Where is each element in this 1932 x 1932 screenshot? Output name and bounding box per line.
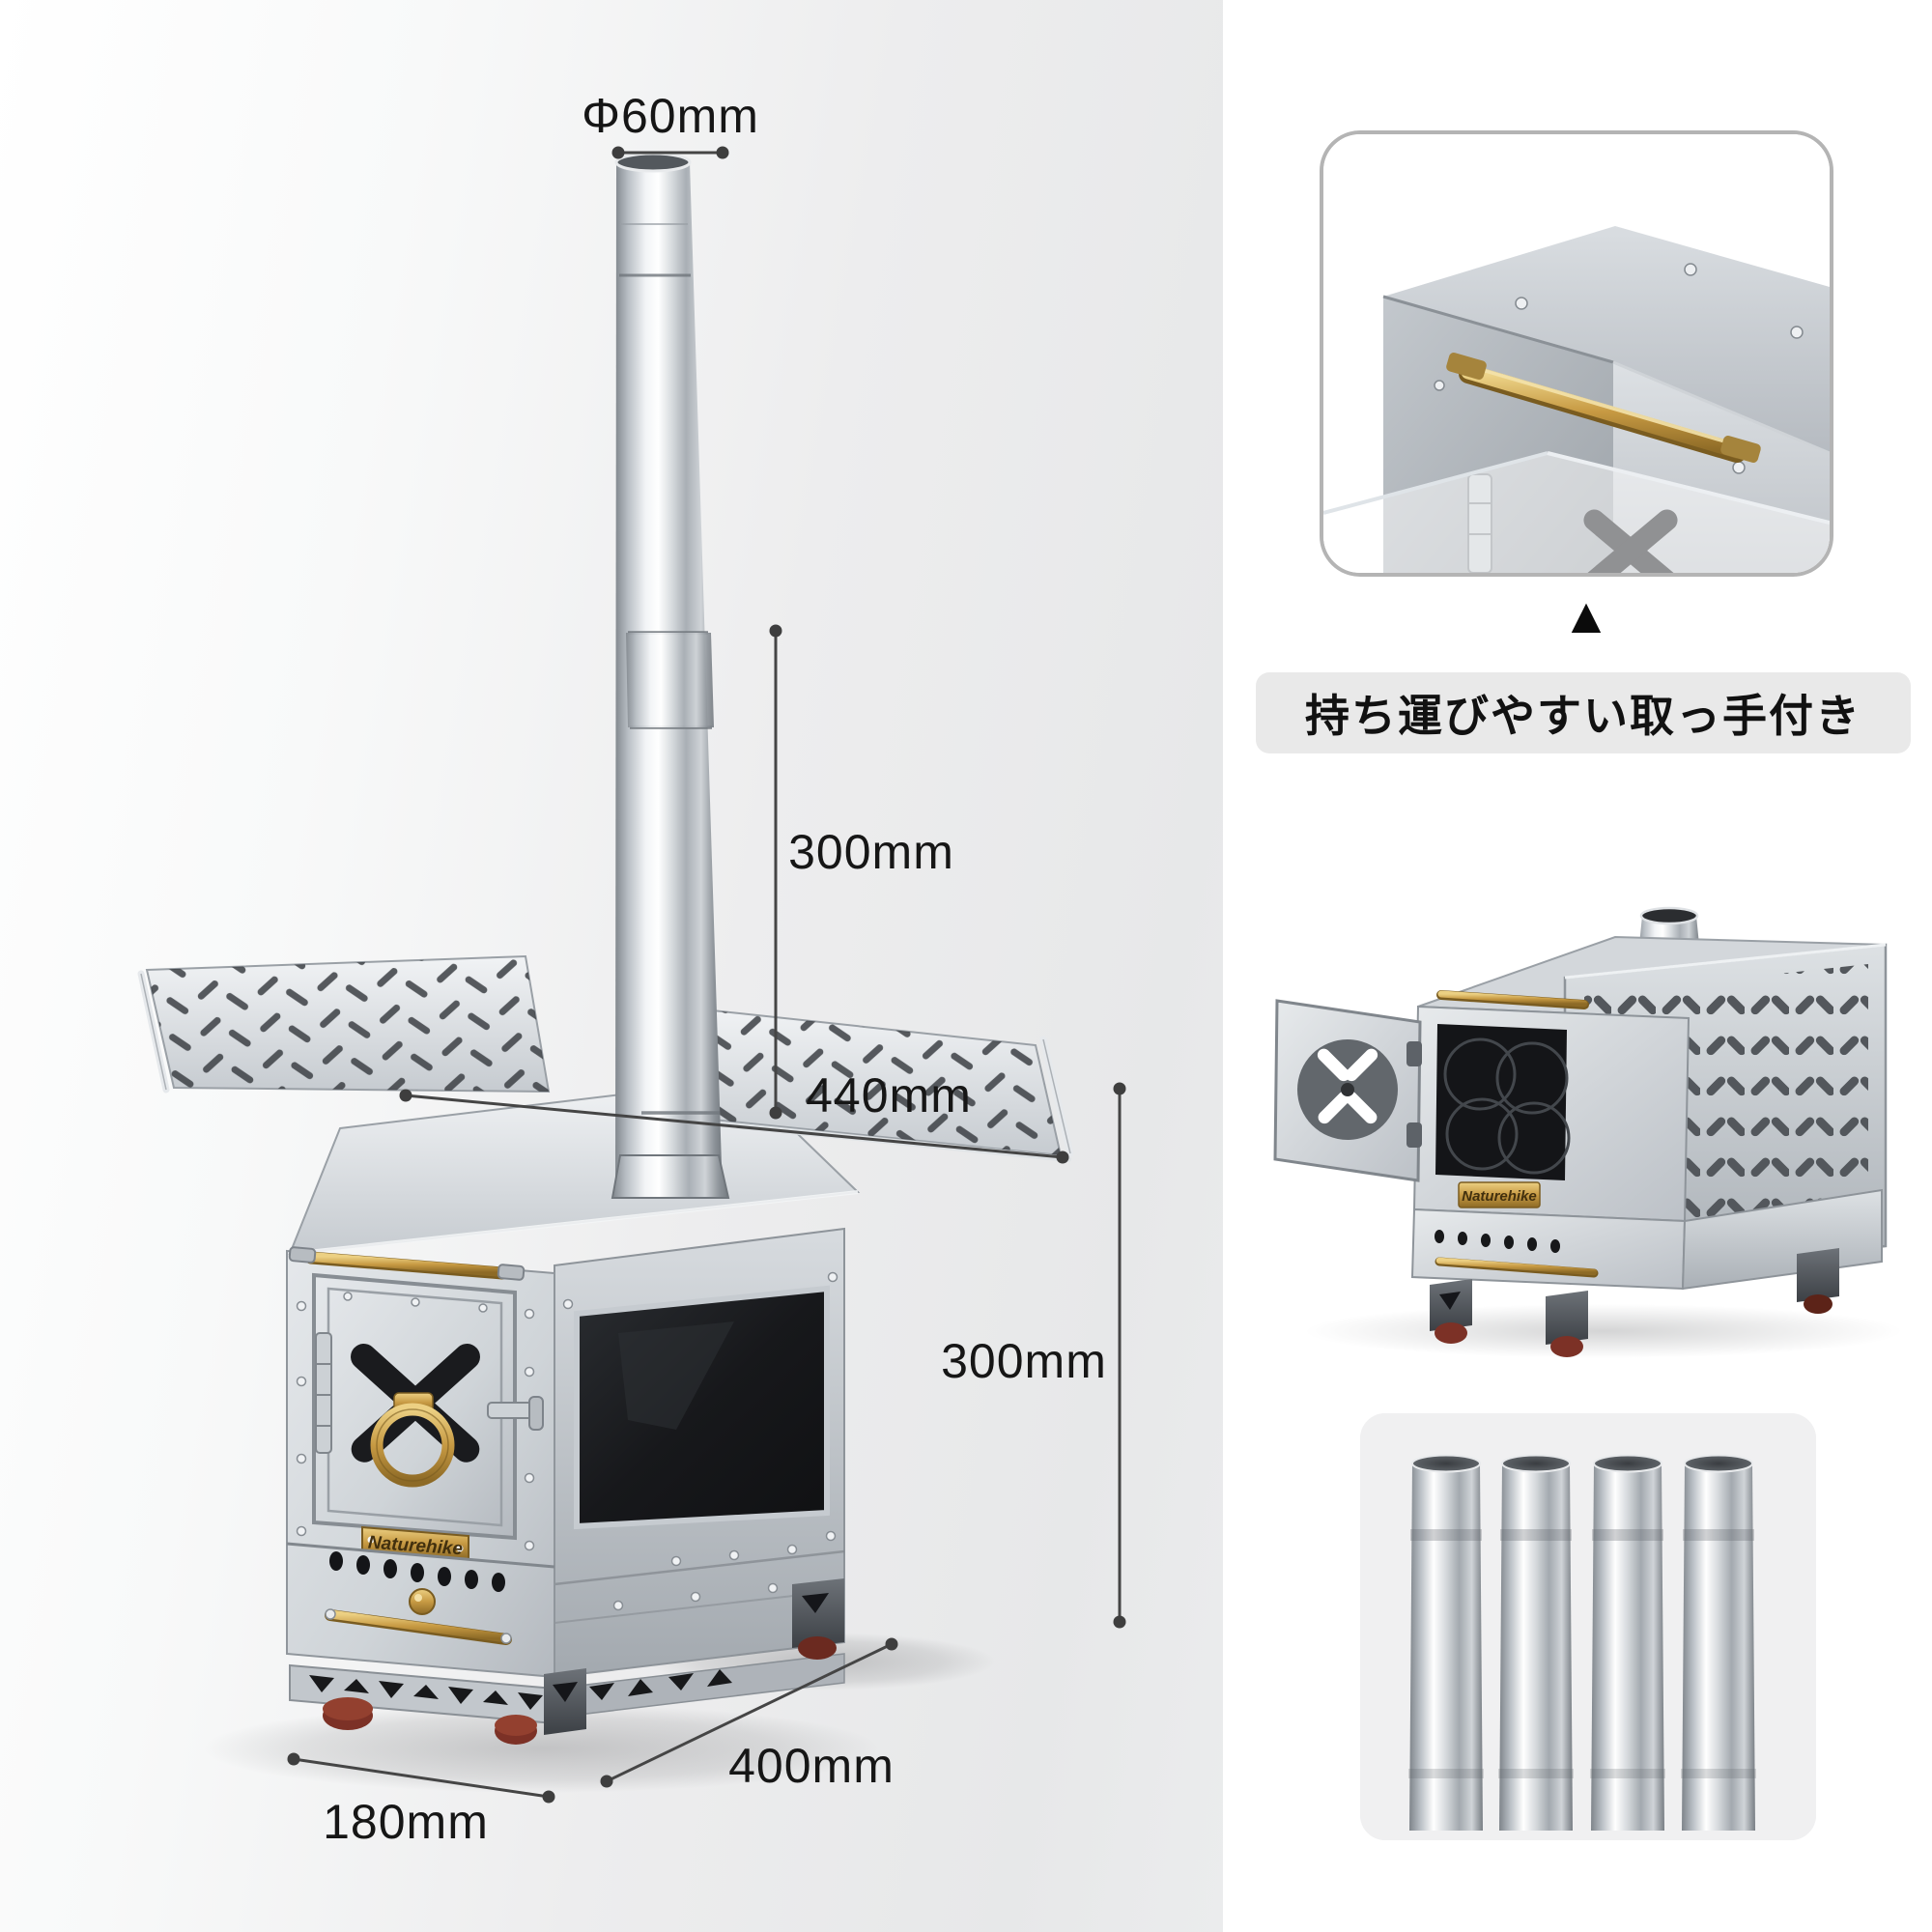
stove-legs [323,1578,844,1745]
main-product-panel: Naturehike [0,0,1223,1932]
glass-window [574,1285,830,1530]
glass-windshield-edge [1323,451,1830,573]
label-table-width: 440mm [806,1068,972,1122]
stove-with-dimensions-illustration: Naturehike [137,89,1126,1849]
pipe-set-card [1360,1413,1816,1840]
pipe-set-photo [1360,1413,1816,1840]
handle-closeup-photo [1323,134,1830,573]
front-carry-handle [288,1246,526,1281]
brand-badge-small-label: Naturehike [1462,1188,1537,1205]
pipe-segment-4 [1681,1454,1756,1831]
up-triangle-icon: ▲ [1561,588,1611,644]
door-hinge [315,1332,332,1454]
ash-drawer [286,1542,555,1645]
dimension-labels: Φ60mm 300mm 440mm 300mm 400mm 180mm [323,89,1107,1849]
dim-line-body-height [1113,1082,1126,1629]
handle-caption: 持ち運びやすい取っ手付き [1256,672,1911,753]
pipe-segment-3 [1590,1454,1665,1831]
firebox-opening [1435,1024,1571,1180]
dim-line-body-depth [600,1637,898,1788]
stove-body: Naturehike [286,1227,845,1745]
dim-line-chimney-diameter [611,146,729,159]
dim-line-table-width [399,1089,1069,1164]
mid-stove-legs [1430,1248,1839,1357]
dimension-annotations [287,146,1126,1804]
pipe-segment-2 [1498,1454,1574,1831]
brass-carry-handle [1446,353,1761,463]
dim-line-front-width [287,1752,555,1804]
pipe-segment-1 [1408,1454,1484,1831]
door-latch [487,1396,544,1431]
label-chimney-pipe-length: 300mm [788,825,954,879]
label-body-depth: 400mm [728,1739,895,1793]
detail-panel: ▲ 持ち運びやすい取っ手付き [1223,0,1932,1932]
label-body-height: 300mm [941,1334,1107,1388]
stove-door [296,1272,544,1551]
dim-line-chimney-pipe-length [769,624,782,1120]
brand-badge-small: Naturehike [1458,1181,1541,1208]
handle-closeup-card [1320,130,1833,577]
side-table-left [137,954,551,1094]
handle-caption-text: 持ち運びやすい取っ手付き [1305,691,1861,741]
label-chimney-diameter: Φ60mm [582,89,759,143]
chimney-pipe [611,152,730,1199]
open-door [1273,999,1422,1182]
label-front-width: 180mm [323,1795,489,1849]
open-door-stove-photo: Naturehike [1273,906,1903,1358]
